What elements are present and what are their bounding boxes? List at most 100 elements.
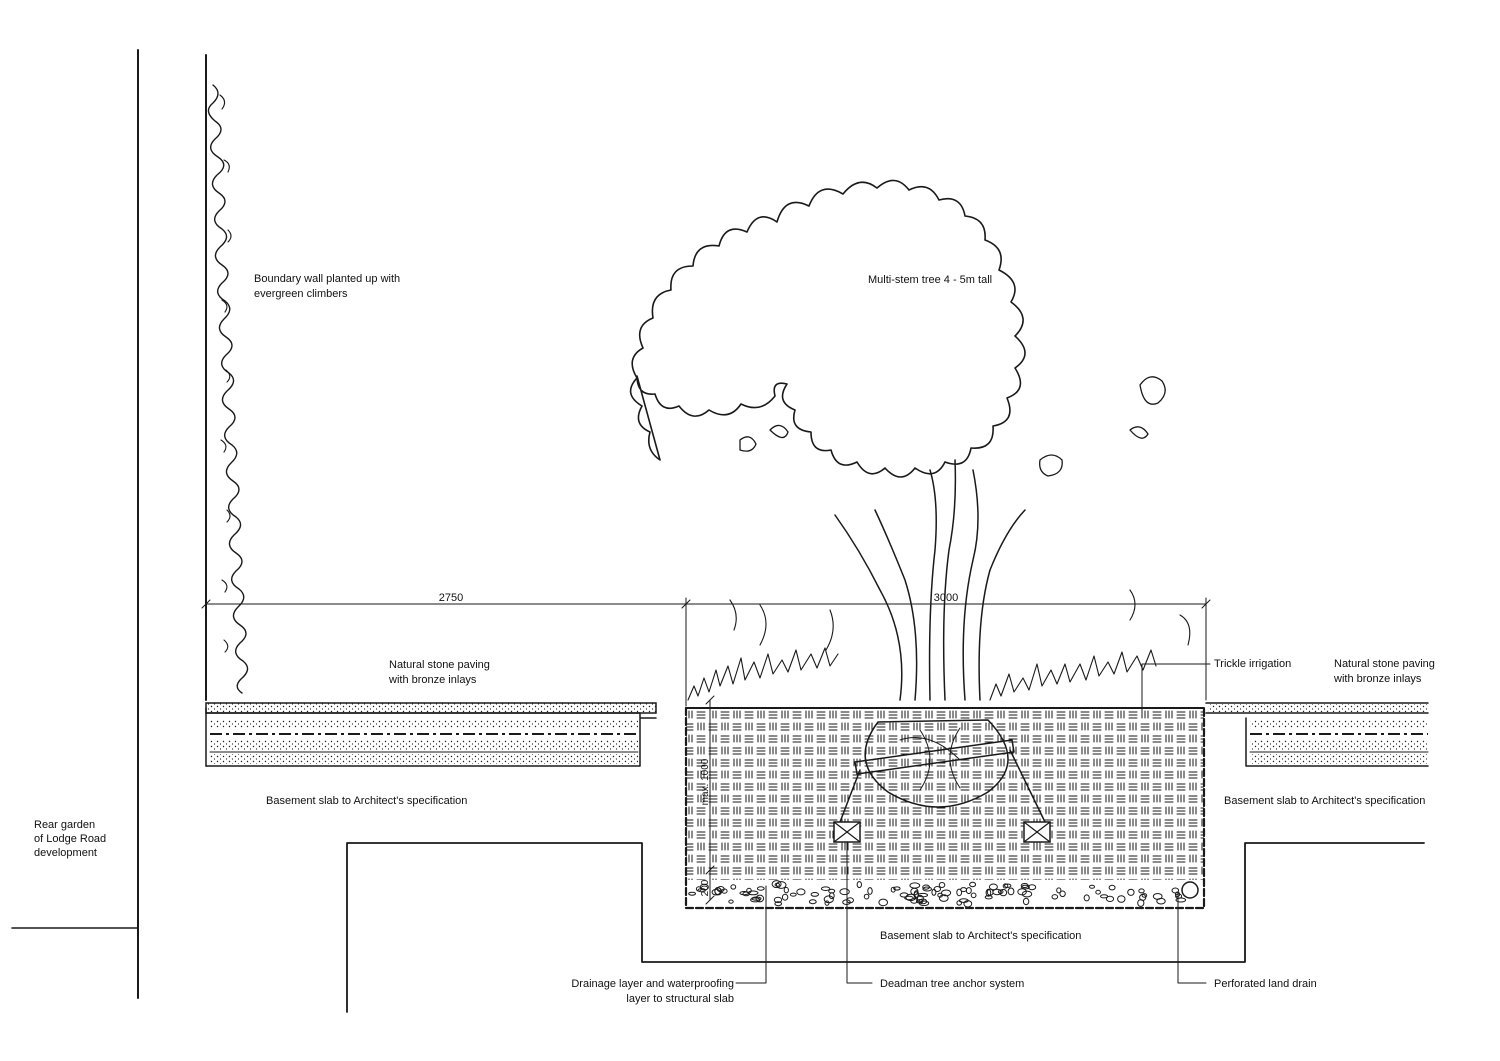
gravel-pebble: [878, 898, 889, 907]
tree-pit: [684, 706, 1206, 910]
boundary-wall: [205, 54, 249, 701]
tree-label: Multi-stem tree 4 - 5m tall: [868, 274, 992, 286]
gravel-pebble: [893, 886, 901, 891]
trickle-irrigation-label: Trickle irrigation: [1214, 658, 1291, 670]
understorey-planting: [687, 589, 1191, 701]
gravel-pebble: [988, 883, 998, 891]
gravel-pebble: [909, 882, 921, 889]
gravel-pebble: [1056, 887, 1062, 894]
gravel-pebble: [1051, 894, 1059, 900]
gravel-pebble: [1089, 884, 1095, 889]
gravel-pebble: [1108, 884, 1116, 891]
gravel-pebble: [1141, 893, 1148, 898]
gravel-pebble: [820, 886, 831, 892]
land-drain-pipe: [1181, 881, 1199, 899]
gravel-pebble: [1175, 897, 1187, 903]
rear-garden-label-1: Rear garden: [34, 819, 95, 831]
gravel-pebble: [916, 894, 924, 903]
paving-left-label-1: Natural stone paving: [389, 659, 490, 671]
gravel-pebble: [774, 901, 783, 907]
basement-right-label: Basement slab to Architect's specificati…: [1224, 795, 1425, 807]
gravel-pebble: [1022, 897, 1030, 906]
gravel-pebble: [781, 893, 789, 901]
annotation-labels: Rear garden of Lodge Road development Bo…: [34, 273, 1435, 1005]
gravel-pebble: [728, 899, 734, 904]
gravel-pebble: [867, 887, 873, 895]
gravel-pebble: [922, 886, 933, 892]
gravel-pebble: [1127, 888, 1135, 896]
gravel-pebble: [913, 891, 919, 899]
paving-section-left: [205, 702, 657, 767]
gravel-pebble: [904, 895, 914, 901]
dimension-left-width: 2750: [439, 592, 463, 604]
gravel-pebble: [771, 880, 782, 889]
root-ball: [854, 719, 1015, 808]
gravel-pebble: [796, 888, 806, 896]
gravel-pebble: [1152, 893, 1163, 900]
dimension-soil-depth: max. 1000: [700, 758, 711, 805]
gravel-pebble: [1095, 889, 1101, 895]
gravel-pebble: [933, 886, 941, 892]
dimension-pit-width: 3000: [934, 592, 958, 604]
gravel-pebble: [1138, 888, 1145, 894]
gravel-pebble: [856, 881, 862, 889]
rear-garden-label-2: of Lodge Road: [34, 833, 106, 845]
gravel-pebble: [839, 888, 850, 896]
gravel-pebble: [1021, 890, 1033, 898]
gravel-pebble: [828, 892, 835, 900]
gravel-pebble: [773, 896, 783, 904]
gravel-pebble: [756, 886, 765, 891]
gravel-pebble: [985, 888, 992, 897]
gravel-pebble: [695, 886, 702, 892]
paving-right-label-1: Natural stone paving: [1334, 658, 1435, 670]
gravel-pebble: [755, 894, 765, 903]
boundary-wall-label-1: Boundary wall planted up with: [254, 273, 400, 285]
gravel-pebble: [711, 888, 721, 896]
gravel-pebble: [1002, 883, 1009, 889]
gravel-pebble: [999, 888, 1008, 897]
gravel-pebble: [984, 895, 993, 900]
deadman-anchor: [833, 749, 1051, 843]
gravel-pebble: [1020, 884, 1030, 890]
gravel-pebble: [905, 893, 917, 902]
gravel-pebble: [969, 881, 977, 888]
gravel-pebble: [1007, 887, 1015, 896]
gravel-pebble: [970, 892, 977, 899]
paving-section-right: [1205, 702, 1429, 767]
gravel-pebble: [1139, 893, 1147, 901]
basement-center-label: Basement slab to Architect's specificati…: [880, 930, 1081, 942]
paving-right-label-2: with bronze inlays: [1333, 673, 1422, 685]
gravel-pebble: [938, 894, 949, 902]
dimension-drain-depth: 200: [700, 879, 711, 896]
gravel-pebble: [716, 886, 725, 893]
gravel-pebble: [938, 882, 946, 888]
deadman-label: Deadman tree anchor system: [880, 978, 1024, 990]
gravel-pebble: [960, 887, 968, 893]
gravel-pebble: [775, 881, 787, 889]
basement-slab-outline: [346, 842, 1425, 1013]
gravel-pebble: [863, 893, 870, 900]
gravel-pebble: [1027, 884, 1037, 891]
gravel-pebble: [1105, 895, 1115, 903]
boundary-wall-label-2: evergreen climbers: [254, 288, 348, 300]
gravel-pebble: [1100, 894, 1109, 899]
gravel-pebble: [730, 884, 737, 890]
gravel-pebble: [1117, 895, 1126, 903]
gravel-pebble: [774, 882, 780, 887]
gravel-pebble: [956, 900, 963, 906]
gravel-pebble: [824, 900, 830, 906]
tree-canopy: [629, 179, 1166, 478]
leader-lines: [735, 663, 1211, 984]
gravel-pebble: [1083, 894, 1090, 902]
land-drain-label: Perforated land drain: [1214, 978, 1317, 990]
drainage-layer: [688, 880, 1187, 908]
gravel-pebble: [808, 899, 817, 905]
gravel-pebble: [1059, 890, 1066, 898]
gravel-pebble: [992, 888, 1002, 896]
rear-garden-label-3: development: [34, 847, 97, 859]
gravel-pebble: [739, 891, 750, 896]
gravel-pebble: [697, 888, 707, 893]
dimension-lines: [201, 597, 1211, 905]
gravel-pebble: [915, 899, 924, 904]
